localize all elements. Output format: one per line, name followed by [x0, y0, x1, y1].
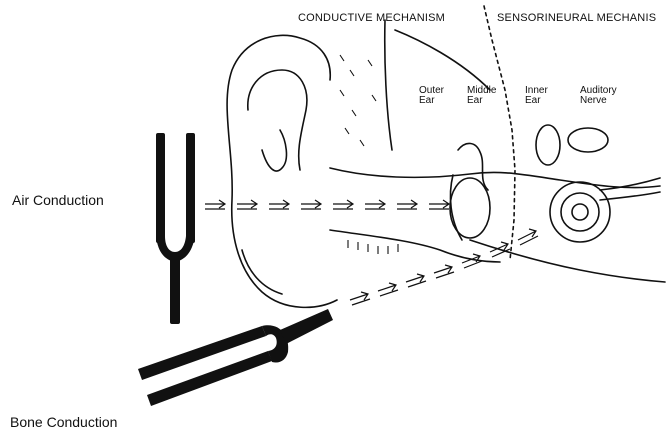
- auditory-nerve-label: Auditory Nerve: [580, 86, 617, 106]
- outer-ear-label: Outer Ear: [419, 86, 444, 106]
- cochlea-outer: [550, 182, 610, 242]
- semicircular-canal-1: [536, 125, 560, 165]
- pinna-lobe: [242, 250, 282, 294]
- air-conduction-arrows: [205, 200, 449, 209]
- auditory-nerve: [600, 178, 660, 200]
- bone-conduction-label: Bone Conduction: [10, 414, 117, 430]
- ossicles: [458, 143, 488, 190]
- cochlea-inner: [572, 204, 588, 220]
- pinna-inner: [262, 130, 286, 171]
- ossicle-chamber: [450, 178, 490, 238]
- canal-lower-wall: [330, 230, 500, 262]
- cochlea-mid: [561, 193, 599, 231]
- pinna-helix: [248, 70, 307, 170]
- canal-upper-wall: [330, 168, 660, 188]
- bone-conduction-arrows: [350, 229, 538, 305]
- inner-ear-label: Inner Ear: [525, 86, 548, 106]
- semicircular-canal-2: [568, 128, 608, 152]
- conductive-mechanism-header: CONDUCTIVE MECHANISM: [298, 12, 445, 24]
- pinna-outline: [227, 35, 337, 307]
- sensorineural-mechanism-header: SENSORINEURAL MECHANIS: [497, 12, 656, 24]
- dashed-divider: [484, 6, 515, 260]
- middle-ear-label: Middle Ear: [467, 86, 496, 106]
- bone-tuning-fork: [138, 309, 333, 406]
- air-conduction-label: Air Conduction: [12, 192, 104, 208]
- air-tuning-fork: [156, 133, 195, 324]
